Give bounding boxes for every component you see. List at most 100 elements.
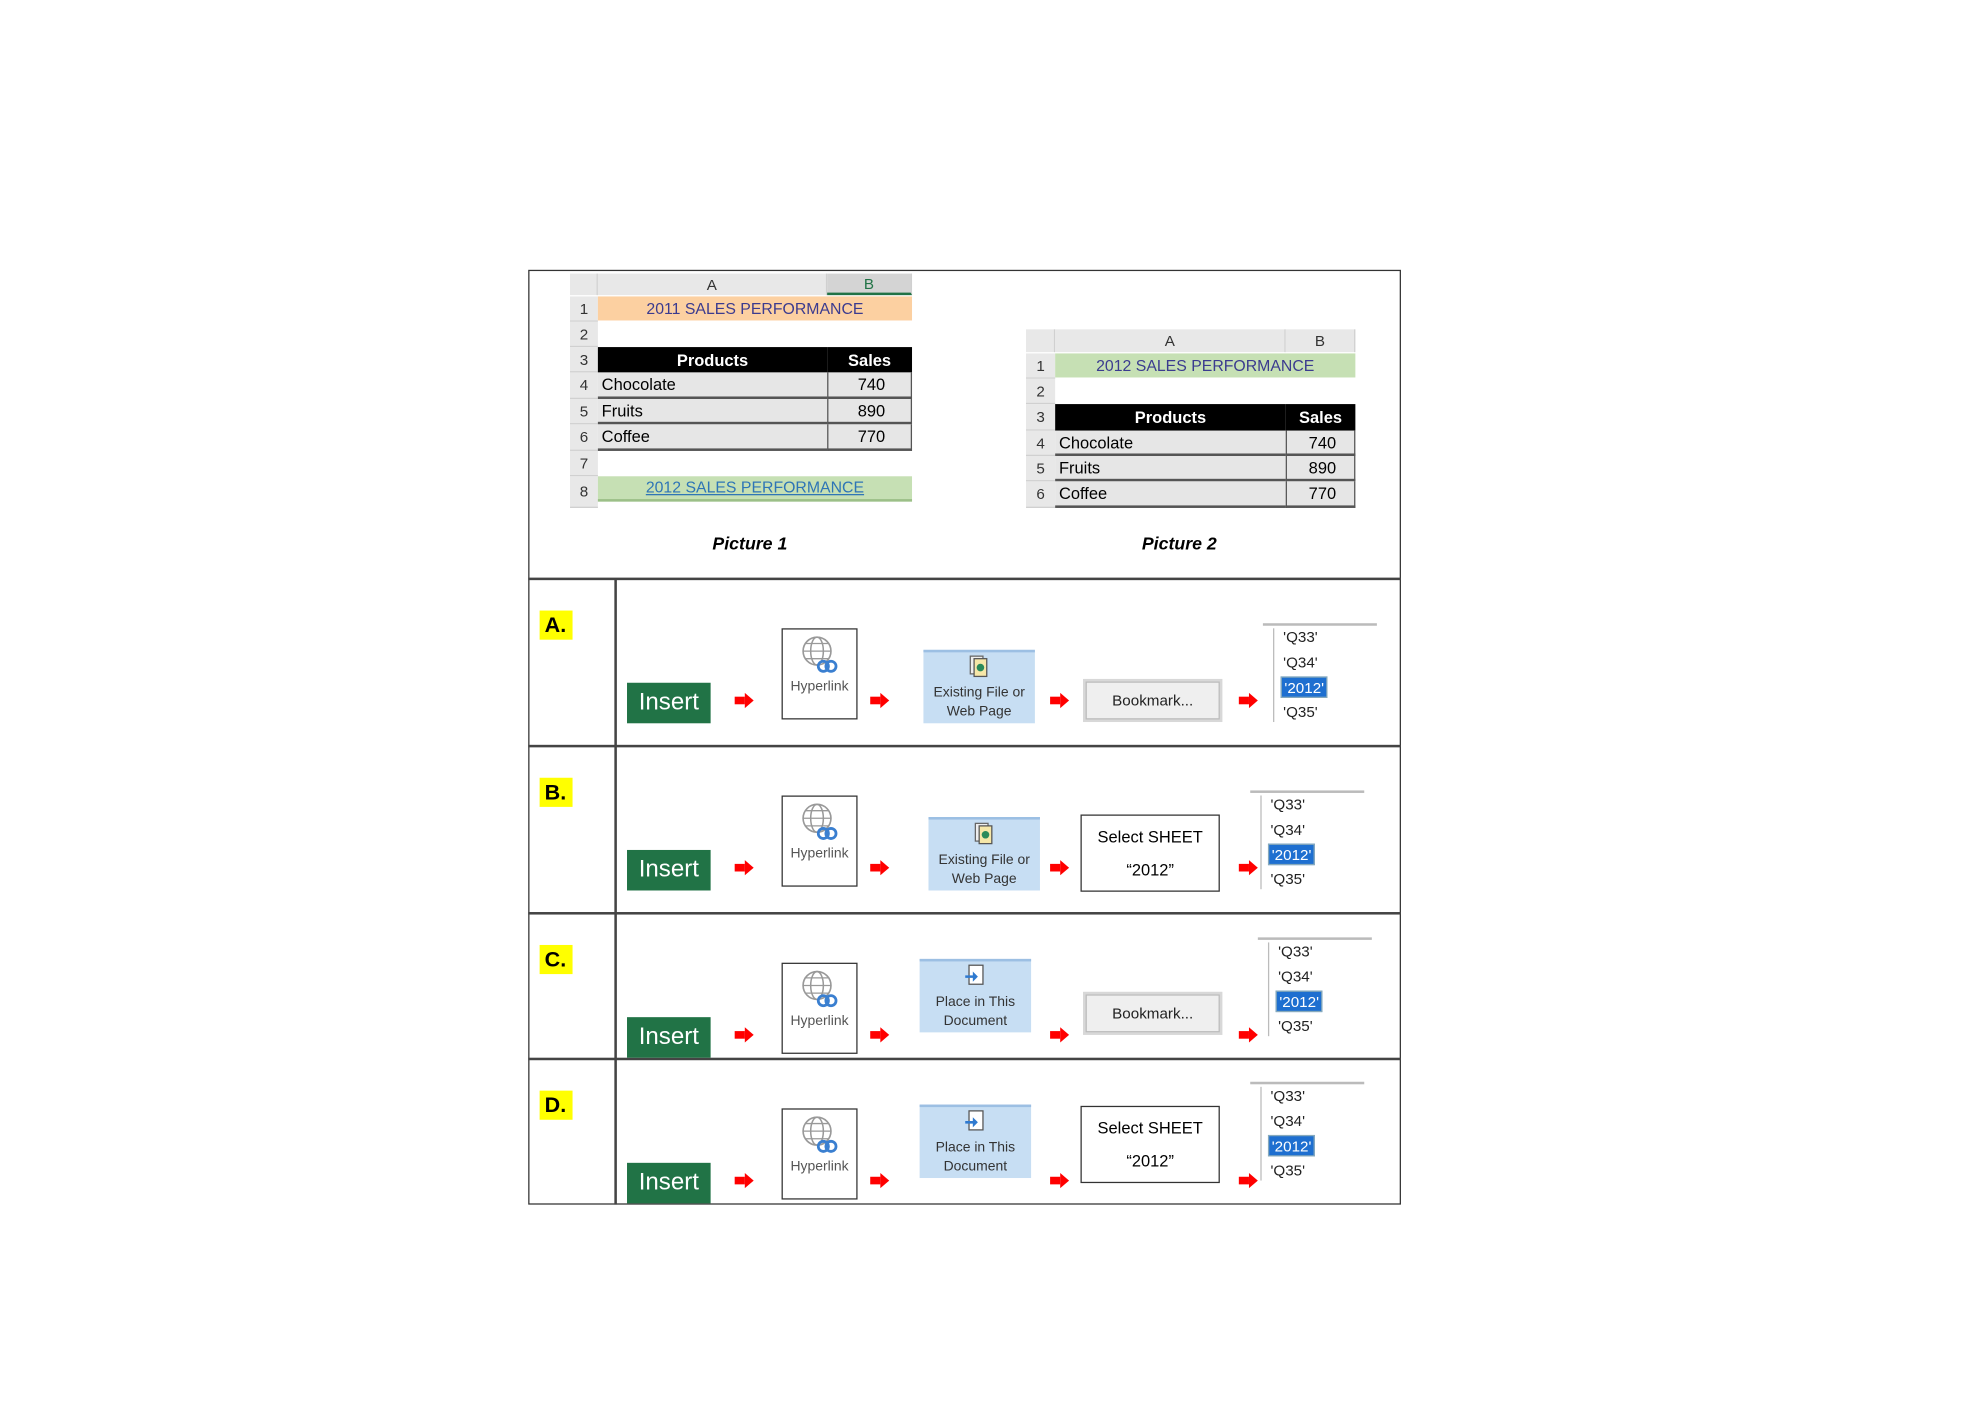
insert-tab-button[interactable]: Insert	[627, 849, 711, 891]
row-number[interactable]: 6	[1026, 481, 1056, 508]
sales-cell[interactable]: 770	[1285, 481, 1356, 508]
hyperlink-button[interactable]: Hyperlink	[781, 962, 858, 1054]
option-label[interactable]: A.	[539, 610, 573, 640]
bookmark-label: Bookmark...	[1085, 994, 1220, 1033]
hyperlink-label: Hyperlink	[790, 846, 849, 862]
product-cell[interactable]: Chocolate	[1055, 430, 1286, 457]
bookmark-button[interactable]: Bookmark...	[1083, 991, 1223, 1035]
sheet-list[interactable]: 'Q33' 'Q34' '2012' 'Q35'	[1250, 790, 1365, 891]
divider	[528, 577, 1401, 581]
column-header-a[interactable]: A	[597, 273, 828, 296]
sheet-list[interactable]: 'Q33' 'Q34' '2012' 'Q35'	[1257, 937, 1372, 1038]
document-icon	[964, 963, 987, 992]
tree-line	[1260, 1086, 1262, 1181]
product-cell[interactable]: Fruits	[1055, 456, 1286, 482]
row-number[interactable]: 6	[570, 424, 598, 451]
sheet-list-item[interactable]: 'Q34'	[1270, 1111, 1306, 1130]
sheet-list-item[interactable]: 'Q35'	[1283, 702, 1318, 721]
header-sales[interactable]: Sales	[827, 347, 913, 373]
sheet-list-item[interactable]: 'Q34'	[1270, 820, 1306, 838]
sheet-list-item-selected[interactable]: '2012'	[1267, 843, 1316, 866]
header-products[interactable]: Products	[597, 347, 828, 373]
row-number[interactable]: 1	[570, 296, 598, 322]
option-label[interactable]: D.	[539, 1090, 573, 1120]
sales-cell[interactable]: 890	[1285, 456, 1356, 482]
product-cell[interactable]: Coffee	[597, 424, 828, 451]
header-sales[interactable]: Sales	[1285, 404, 1356, 431]
sheet-list-item[interactable]: 'Q35'	[1270, 869, 1306, 888]
hyperlink-button[interactable]: Hyperlink	[781, 1108, 858, 1200]
insert-tab-button[interactable]: Insert	[627, 1017, 711, 1058]
link-to-label: Existing File or	[933, 684, 1025, 700]
hyperlink-button[interactable]: Hyperlink	[781, 628, 858, 720]
row-number[interactable]: 3	[1026, 404, 1056, 431]
sheet-list-item[interactable]: 'Q35'	[1270, 1160, 1306, 1179]
link-to-label: Place in This	[935, 993, 1016, 1009]
sales-cell[interactable]: 770	[827, 424, 913, 451]
product-cell[interactable]: Fruits	[597, 399, 828, 425]
list-top-border	[1250, 790, 1365, 793]
globe-link-icon	[801, 635, 839, 679]
header-products[interactable]: Products	[1055, 404, 1286, 431]
product-cell[interactable]: Chocolate	[597, 372, 828, 400]
row-number[interactable]: 8	[570, 476, 598, 508]
sheet-list-item-selected[interactable]: '2012'	[1275, 990, 1323, 1013]
sheet-list-item[interactable]: 'Q35'	[1278, 1016, 1313, 1035]
row-number[interactable]: 4	[1026, 430, 1056, 457]
sheet-list-item[interactable]: 'Q34'	[1278, 967, 1313, 985]
row-number[interactable]: 2	[570, 321, 598, 348]
title-cell[interactable]: 2011 SALES PERFORMANCE	[597, 296, 913, 321]
column-header-b[interactable]: B	[1285, 329, 1356, 353]
insert-tab-button[interactable]: Insert	[627, 682, 711, 724]
sales-cell[interactable]: 740	[827, 372, 913, 400]
sheet-list-item[interactable]: 'Q33'	[1283, 628, 1318, 647]
hyperlink-cell[interactable]: 2012 SALES PERFORMANCE	[597, 476, 913, 502]
list-top-border	[1257, 937, 1372, 940]
row-number[interactable]: 5	[1026, 456, 1056, 482]
globe-link-icon	[801, 1115, 839, 1159]
row-number[interactable]: 7	[570, 450, 598, 477]
list-top-border	[1262, 623, 1377, 626]
sheet-list-item-selected[interactable]: '2012'	[1280, 676, 1328, 698]
row-number[interactable]: 1	[1026, 353, 1056, 379]
row-number[interactable]: 4	[570, 372, 598, 400]
option-label[interactable]: B.	[539, 777, 573, 807]
document-icon	[964, 1109, 987, 1138]
row-number[interactable]: 3	[570, 347, 598, 373]
link-to-label: Web Page	[946, 703, 1012, 719]
select-all-corner[interactable]	[570, 273, 598, 296]
hyperlink-label: Hyperlink	[790, 1013, 849, 1029]
sheet-list-item[interactable]: 'Q33'	[1278, 942, 1313, 961]
sheet-list-item[interactable]: 'Q33'	[1270, 1086, 1306, 1105]
column-header-b[interactable]: B	[827, 273, 913, 296]
sales-cell[interactable]: 740	[1285, 430, 1356, 457]
select-all-corner[interactable]	[1026, 329, 1056, 353]
product-cell[interactable]: Coffee	[1055, 481, 1286, 508]
hyperlink-label: Hyperlink	[790, 1159, 849, 1175]
file-icon	[974, 821, 994, 850]
sheet-list[interactable]: 'Q33' 'Q34' '2012' 'Q35'	[1250, 1081, 1365, 1183]
sheet-list-item[interactable]: 'Q34'	[1283, 652, 1318, 671]
link-to-button[interactable]: Existing File or Web Page	[923, 649, 1035, 724]
row-number[interactable]: 2	[1026, 378, 1056, 405]
bookmark-button[interactable]: Bookmark...	[1083, 678, 1223, 723]
hyperlink-button[interactable]: Hyperlink	[781, 795, 858, 887]
list-top-border	[1250, 1081, 1365, 1085]
globe-link-icon	[801, 969, 839, 1013]
select-sheet-step: Select SHEET“2012”	[1080, 1105, 1220, 1184]
link-to-label: Document	[943, 1012, 1008, 1028]
column-header-a[interactable]: A	[1055, 329, 1286, 353]
sales-cell[interactable]: 890	[827, 399, 913, 425]
sheet-list-item-selected[interactable]: '2012'	[1267, 1134, 1316, 1157]
select-sheet-text: Select SHEET	[1097, 827, 1203, 847]
title-cell[interactable]: 2012 SALES PERFORMANCE	[1055, 353, 1356, 378]
row-number[interactable]: 5	[570, 399, 598, 425]
sheet-list-item[interactable]: 'Q33'	[1270, 795, 1306, 814]
option-label[interactable]: C.	[539, 944, 573, 975]
file-icon	[969, 654, 989, 683]
sheet-list[interactable]: 'Q33' 'Q34' '2012' 'Q35'	[1262, 623, 1377, 724]
insert-tab-button[interactable]: Insert	[627, 1162, 711, 1204]
